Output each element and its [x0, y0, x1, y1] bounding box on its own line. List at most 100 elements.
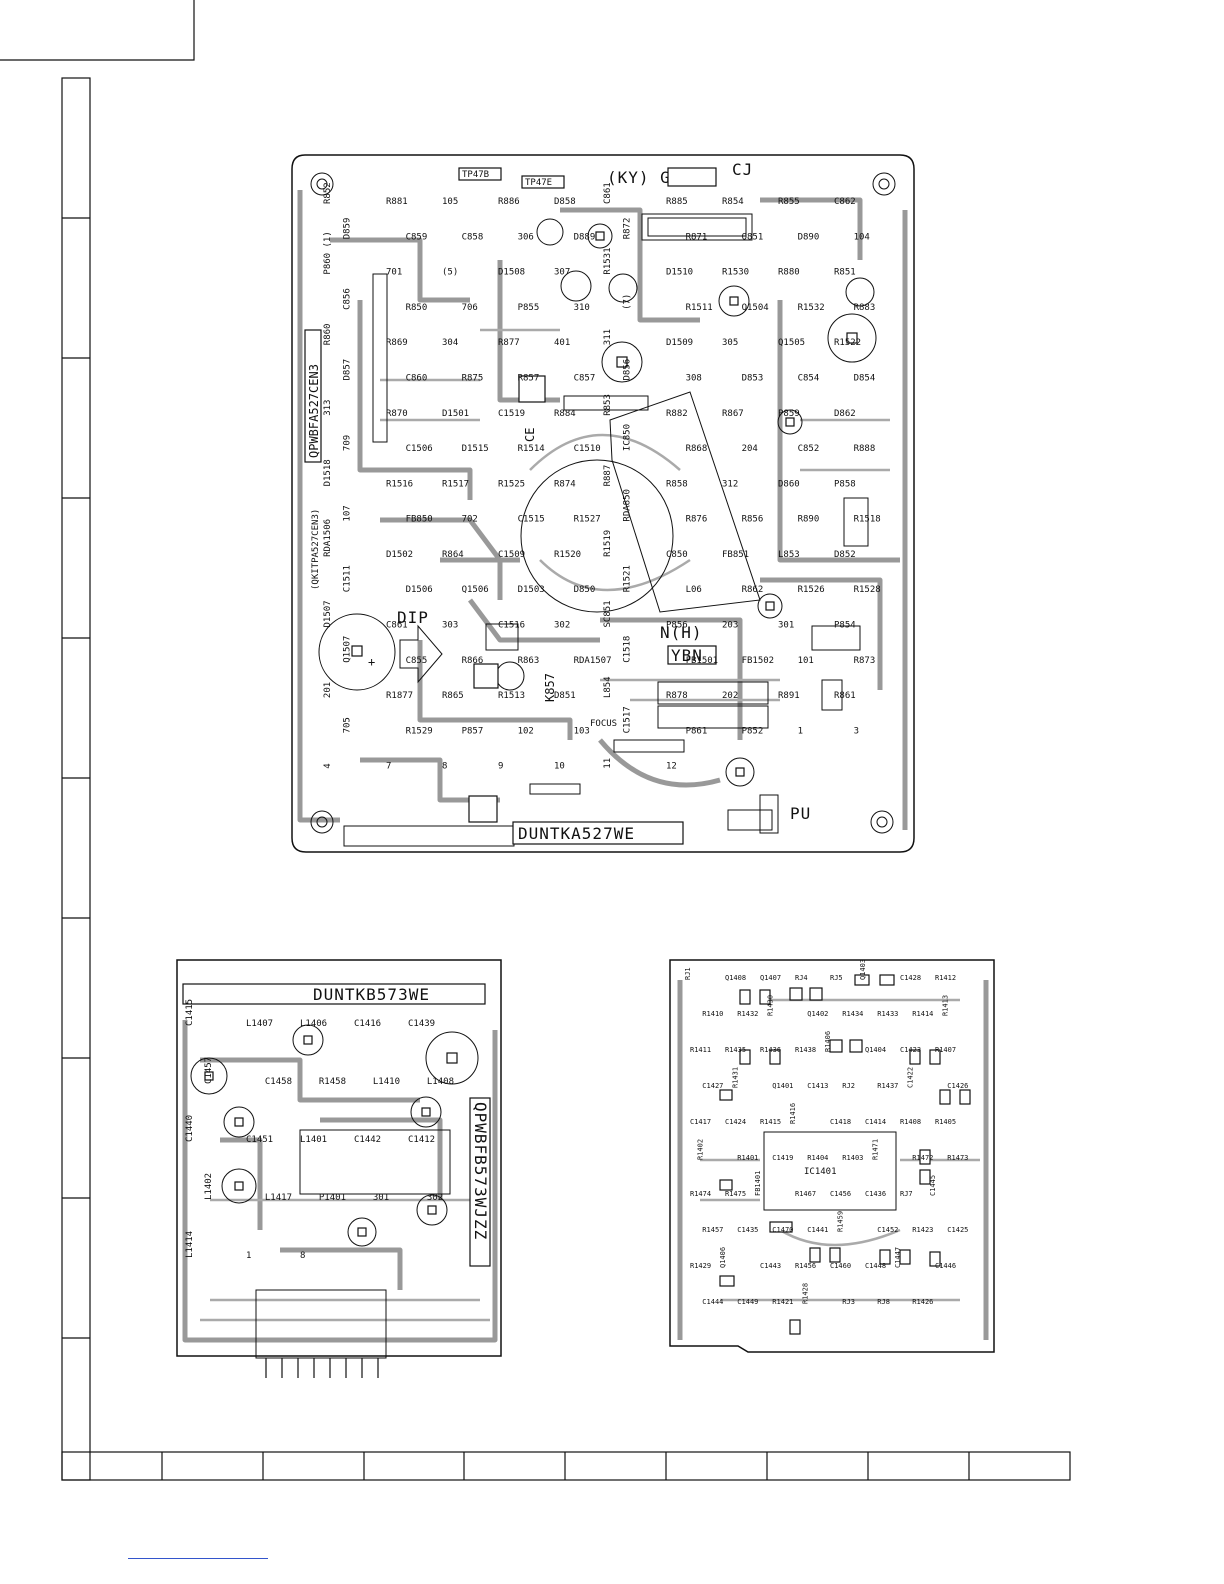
component-ref-r1516: R1516 [386, 479, 413, 489]
component-ref-c859: C859 [406, 232, 428, 242]
component-ref-304: 304 [442, 338, 458, 348]
component-ref-c1424: C1424 [725, 1118, 746, 1126]
component-ref-709: 709 [343, 435, 353, 451]
component-ref-r1525: R1525 [498, 479, 525, 489]
component-ref-d1515: D1515 [462, 444, 489, 454]
component-ref-103: 103 [574, 726, 590, 736]
component-ref-r1430: R1430 [766, 995, 774, 1016]
component-ref-r1421: R1421 [772, 1298, 793, 1306]
component-ref-c856: C856 [343, 288, 353, 310]
component-ref-r1522: R1522 [834, 338, 861, 348]
component-ref-p854: P854 [834, 621, 856, 631]
component-ref-r869: R869 [386, 338, 408, 348]
component-ref-r1511: R1511 [686, 303, 713, 313]
component-ref-d1502: D1502 [386, 550, 413, 560]
component-ref-r858: R858 [666, 479, 688, 489]
component-ref-d1503: D1503 [518, 585, 545, 595]
component-ref-r1473: R1473 [947, 1154, 968, 1162]
component-ref-fb850: FB850 [406, 515, 433, 525]
component-ref-r882: R882 [666, 409, 688, 419]
component-ref-q851: Q851 [742, 232, 764, 242]
component-ref-r881: R881 [386, 197, 408, 207]
component-ref-c1413: C1413 [807, 1082, 828, 1090]
ic850-body [372, 273, 388, 443]
component-ref-r874: R874 [554, 479, 576, 489]
component-ref-8: 8 [442, 762, 447, 772]
component-ref-r1408: R1408 [900, 1118, 921, 1126]
component-ref-r1513: R1513 [498, 691, 525, 701]
component-ref-r1528: R1528 [854, 585, 881, 595]
component-ref-104: 104 [854, 232, 870, 242]
component-ref-r867: R867 [722, 409, 744, 419]
component-ref-rj7: RJ7 [900, 1190, 913, 1198]
component-ref-303: 303 [442, 621, 458, 631]
component-ref-r856: R856 [742, 515, 764, 525]
component-ref-r1432: R1432 [737, 1010, 758, 1018]
component-ref-r876: R876 [686, 515, 708, 525]
bottom-zone-ruler [61, 1451, 1071, 1481]
component-ref-c1519: C1519 [498, 409, 525, 419]
component-ref-c1444: C1444 [702, 1298, 723, 1306]
component-ref-q1402: Q1402 [807, 1010, 828, 1018]
component-ref-r1426: R1426 [912, 1298, 933, 1306]
component-ref-q1407: Q1407 [760, 974, 781, 982]
component-ref-sc851: SC851 [603, 600, 613, 627]
component-ref-d1518: D1518 [323, 459, 333, 486]
label-focus: FOCUS [590, 719, 617, 729]
component-ref-r1423: R1423 [912, 1226, 933, 1234]
svg-text:+: + [368, 655, 375, 669]
component-ref-r850: R850 [406, 303, 428, 313]
component-ref-r1404: R1404 [807, 1154, 828, 1162]
component-ref-r875: R875 [462, 374, 484, 384]
component-ref-c1419: C1419 [772, 1154, 793, 1162]
component-ref-c1447: C1447 [894, 1247, 902, 1268]
component-ref-d852: D852 [834, 550, 856, 560]
component-ref-rj1: RJ1 [684, 967, 692, 980]
component-ref-105: 105 [442, 197, 458, 207]
component-ref-c1449: C1449 [737, 1298, 758, 1306]
component-ref-d862: D862 [834, 409, 856, 419]
component-ref-c861: C861 [386, 621, 408, 631]
component-ref-r862: R862 [742, 585, 764, 595]
main-board-id: DUNTKA527WE [518, 824, 635, 843]
component-ref-q1406: Q1406 [719, 1247, 727, 1268]
component-ref-c850: C850 [666, 550, 688, 560]
footer-link-underline[interactable] [128, 1558, 268, 1559]
component-ref-c1423: C1423 [900, 1046, 921, 1054]
component-ref-r1471: R1471 [871, 1139, 879, 1160]
left-board-id: DUNTKB573WE [313, 985, 430, 1004]
component-ref-r1459: R1459 [836, 1211, 844, 1232]
component-ref-8: 8 [300, 1251, 305, 1261]
component-ref-312: 312 [722, 479, 738, 489]
component-ref-c1452: C1452 [877, 1226, 898, 1234]
component-ref-q1404: Q1404 [865, 1046, 886, 1054]
component-ref-r891: R891 [778, 691, 800, 701]
component-ref-c1458: C1458 [265, 1077, 292, 1087]
component-ref-r885: R885 [666, 197, 688, 207]
label-pu: PU [790, 804, 811, 823]
component-ref-c1448: C1448 [865, 1262, 886, 1270]
component-ref-l1408: L1408 [427, 1077, 454, 1087]
component-ref-10: 10 [554, 762, 565, 772]
component-ref-q1507: Q1507 [343, 636, 353, 663]
component-ref-202: 202 [722, 691, 738, 701]
component-ref-l1417: L1417 [265, 1193, 292, 1203]
component-ref-r1411: R1411 [690, 1046, 711, 1054]
component-ref-c1417: C1417 [690, 1118, 711, 1126]
component-ref-r857: R857 [518, 374, 540, 384]
component-ref-r1405: R1405 [935, 1118, 956, 1126]
transistors-main [343, 218, 877, 847]
component-ref-c852: C852 [798, 444, 820, 454]
component-ref-701: 701 [386, 268, 402, 278]
component-ref-q1403: Q1403 [859, 959, 867, 980]
region-code-mid-box: YBN [671, 646, 703, 665]
component-ref-p858: P858 [834, 479, 856, 489]
component-ref-c1509: C1509 [498, 550, 525, 560]
label-ce: CE [523, 428, 537, 442]
component-ref-c1460: C1460 [830, 1262, 851, 1270]
component-ref-d1506: D1506 [406, 585, 433, 595]
component-ref-201: 201 [323, 682, 333, 698]
component-ref-c1435: C1435 [737, 1226, 758, 1234]
